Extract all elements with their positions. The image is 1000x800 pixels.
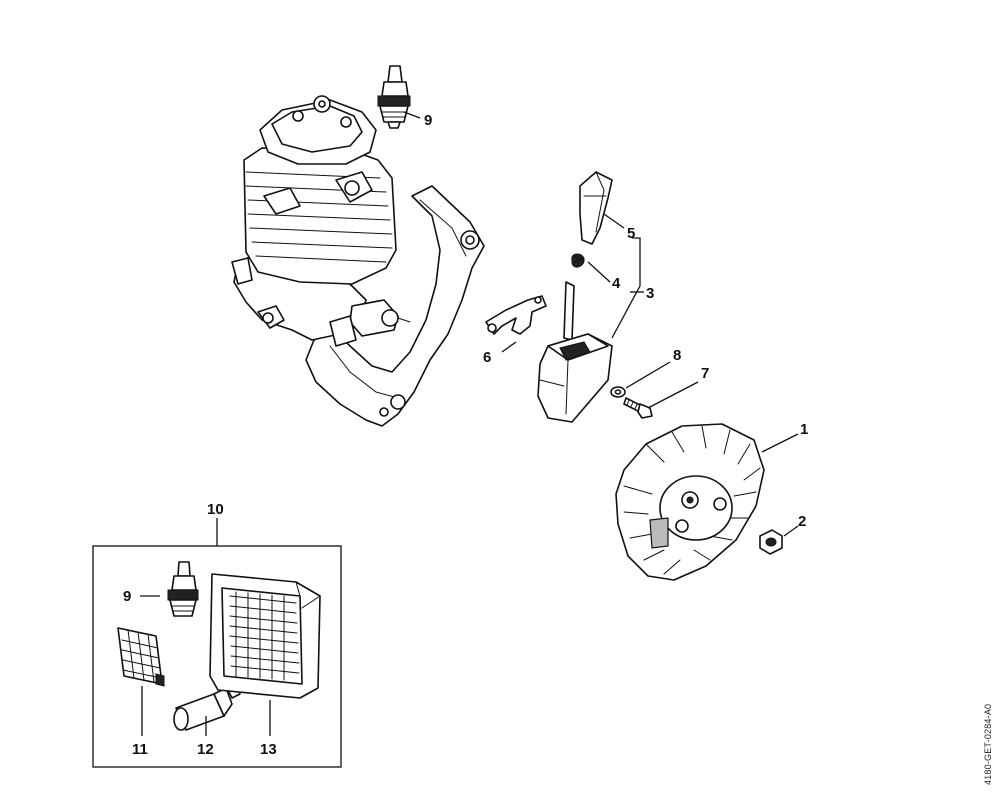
engine-cylinder-assembly [231, 95, 485, 427]
callout-1: 1 [800, 421, 808, 438]
callout-2: 2 [798, 513, 806, 530]
callout-11: 11 [132, 741, 148, 758]
bracket-clip [485, 295, 547, 335]
callout-10: 10 [207, 501, 224, 518]
callout-5: 5 [627, 225, 635, 242]
service-kit-box [92, 545, 342, 768]
leader-lines [140, 111, 799, 736]
spark-plug-boot [579, 171, 613, 245]
callout-9-kit: 9 [123, 588, 131, 605]
spark-plug-kit [167, 561, 199, 617]
callout-3: 3 [646, 285, 654, 302]
washer [610, 386, 626, 398]
callout-9-top: 9 [424, 112, 432, 129]
air-filter [209, 573, 321, 699]
pre-filter-mesh [117, 627, 165, 687]
callout-4: 4 [612, 275, 621, 292]
callout-12: 12 [197, 741, 214, 758]
ignition-module [537, 281, 613, 423]
spark-plug-top [377, 65, 411, 129]
spark-spring [571, 253, 585, 268]
fuel-filter [173, 685, 241, 731]
callout-6: 6 [483, 349, 491, 366]
flywheel [615, 423, 765, 581]
screw [623, 397, 653, 419]
callout-8: 8 [673, 347, 681, 364]
document-reference: 4180-GET-0284-A0 [983, 703, 993, 785]
callout-7: 7 [701, 365, 709, 382]
flywheel-nut [759, 529, 783, 555]
callout-13: 13 [260, 741, 277, 758]
